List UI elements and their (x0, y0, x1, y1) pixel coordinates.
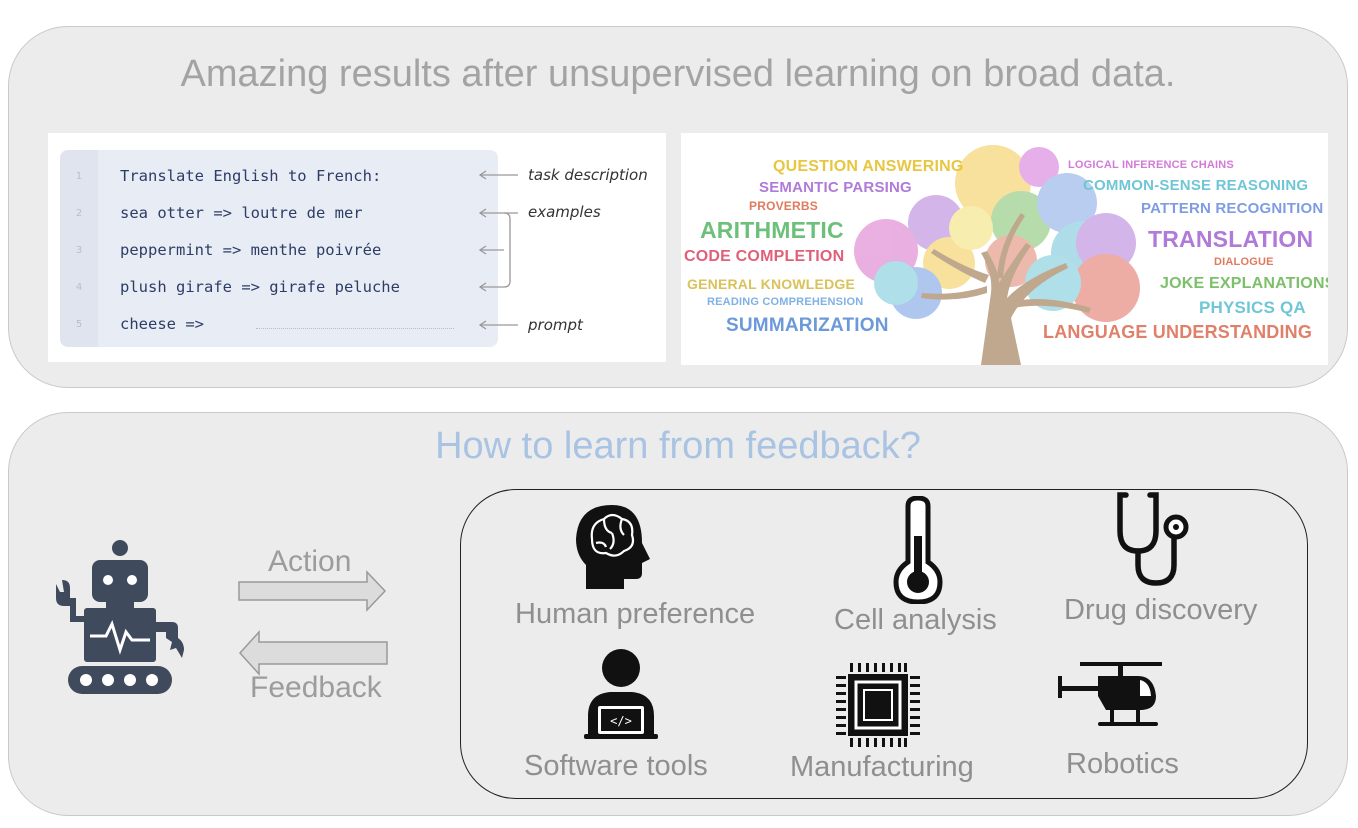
helicopter-icon (1058, 662, 1162, 726)
environment-label-drug-discovery: Drug discovery (1064, 594, 1258, 626)
word-language-understanding: LANGUAGE UNDERSTANDING (1043, 322, 1313, 342)
feedback-arrow (238, 630, 388, 676)
word-joke-explanations: JOKE EXPLANATIONS (1160, 275, 1328, 292)
prompt-annotation: prompt (528, 316, 583, 334)
task-description-annotation: task description (528, 166, 648, 184)
code-box: 1 2 3 4 5 Translate English to French: s… (60, 150, 498, 347)
word-general-knowledge: GENERAL KNOWLEDGE (687, 276, 856, 292)
environment-label-robotics: Robotics (1066, 748, 1179, 780)
word-arithmetic: ARITHMETIC (700, 217, 844, 243)
bottom-panel: How to learn from feedback? (8, 412, 1348, 816)
word-pattern-recognition: PATTERN RECOGNITION (1141, 200, 1324, 217)
environment-label-software-tools: Software tools (524, 750, 708, 782)
environment-label-human-preference: Human preference (515, 598, 756, 630)
word-physics-qa: PHYSICS QA (1199, 298, 1306, 317)
word-semantic-parsing: SEMANTIC PARSING (759, 179, 912, 196)
word-translation: TRANSLATION (1148, 226, 1314, 252)
feedback-label: Feedback (250, 671, 382, 704)
line-number: 3 (75, 245, 83, 256)
action-arrow (238, 570, 387, 612)
word-reading-comprehension: READING COMPREHENSION (707, 296, 864, 308)
word-dialogue: DIALOGUE (1214, 256, 1274, 268)
brain-head-icon (576, 505, 650, 589)
prompt-blank-line (256, 328, 454, 329)
code-line-example: peppermint => menthe poivrée (120, 241, 382, 259)
line-number: 2 (75, 208, 83, 219)
bottom-panel-title: How to learn from feedback? (435, 425, 921, 467)
word-common-sense-reasoning: COMMON-SENSE REASONING (1083, 177, 1309, 194)
tree-icon (854, 145, 1140, 365)
word-summarization: SUMMARIZATION (726, 315, 889, 336)
developer-laptop-icon: </> (584, 649, 658, 739)
word-code-completion: CODE COMPLETION (684, 248, 845, 265)
environment-label-cell-analysis: Cell analysis (834, 604, 997, 636)
capabilities-word-cloud: QUESTION ANSWERING SEMANTIC PARSING PROV… (681, 133, 1328, 365)
code-line-example: plush girafe => girafe peluche (120, 278, 400, 296)
microchip-icon (836, 663, 920, 747)
line-number: 4 (75, 282, 83, 293)
code-line-example: sea otter => loutre de mer (120, 204, 363, 222)
thermometer-icon (893, 496, 943, 604)
line-number: 1 (75, 171, 83, 182)
robot-icon (56, 540, 184, 694)
action-label: Action (268, 545, 352, 578)
environment-label-manufacturing: Manufacturing (790, 751, 974, 783)
svg-text:</>: </> (610, 714, 632, 728)
stethoscope-icon (1117, 492, 1189, 586)
feedback-sources-box (460, 489, 1308, 799)
line-number-gutter (60, 150, 98, 347)
word-proverbs: PROVERBS (749, 199, 818, 213)
word-logical-inference-chains: LOGICAL INFERENCE CHAINS (1068, 159, 1234, 171)
line-number: 5 (75, 319, 83, 330)
examples-annotation: examples (528, 203, 601, 221)
annotation-arrows (478, 170, 518, 330)
top-panel-title: Amazing results after unsupervised learn… (180, 53, 1176, 95)
word-question-answering: QUESTION ANSWERING (773, 158, 964, 175)
code-line-prompt: cheese => (120, 315, 204, 333)
prompt-example-card: 1 2 3 4 5 Translate English to French: s… (48, 133, 666, 362)
code-line-task: Translate English to French: (120, 167, 382, 185)
